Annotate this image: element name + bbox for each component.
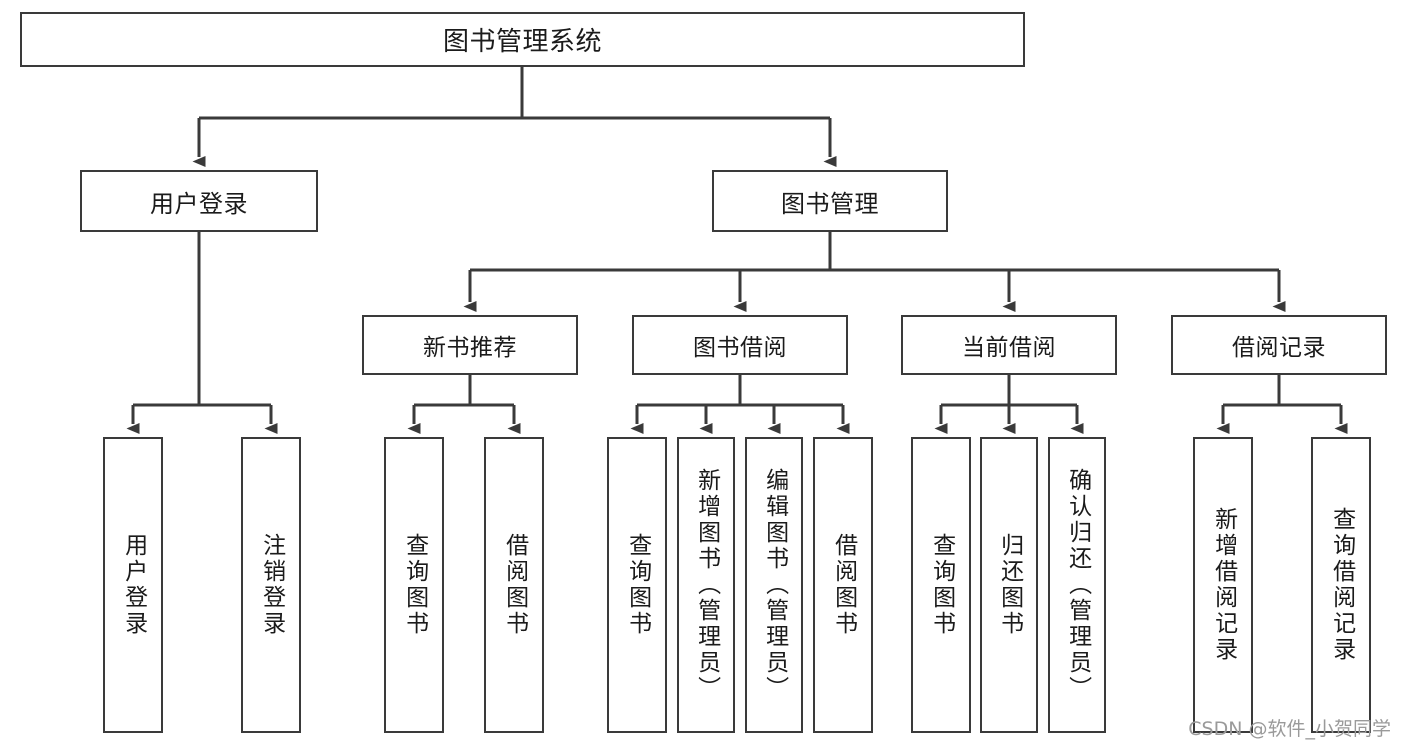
leaf-logout[interactable]: 注销登录 (241, 437, 301, 733)
leaf-add-book-admin-label: 新增图书（管理员） (693, 468, 720, 702)
node-book-management-label: 图书管理 (781, 189, 879, 218)
node-book-borrow[interactable]: 图书借阅 (632, 315, 848, 375)
leaf-query-book-recommend[interactable]: 查询图书 (384, 437, 444, 733)
leaf-edit-book-admin[interactable]: 编辑图书（管理员） (745, 437, 803, 733)
node-borrow-record[interactable]: 借阅记录 (1171, 315, 1387, 375)
leaf-user-login[interactable]: 用户登录 (103, 437, 163, 733)
leaf-borrow-book-recommend[interactable]: 借阅图书 (484, 437, 544, 733)
node-book-borrow-label: 图书借阅 (693, 335, 787, 361)
leaf-query-book-current-label: 查询图书 (928, 533, 955, 637)
node-borrow-record-label: 借阅记录 (1232, 335, 1326, 361)
leaf-query-book-borrow-label: 查询图书 (624, 533, 651, 637)
node-root[interactable]: 图书管理系统 (20, 12, 1025, 67)
leaf-query-borrow-record-label: 查询借阅记录 (1328, 507, 1355, 663)
leaf-query-borrow-record[interactable]: 查询借阅记录 (1311, 437, 1371, 733)
leaf-add-book-admin[interactable]: 新增图书（管理员） (677, 437, 735, 733)
leaf-add-borrow-record[interactable]: 新增借阅记录 (1193, 437, 1253, 733)
leaf-user-login-label: 用户登录 (120, 533, 147, 637)
leaf-borrow-book[interactable]: 借阅图书 (813, 437, 873, 733)
leaf-logout-label: 注销登录 (258, 533, 285, 637)
node-user-login-label: 用户登录 (150, 189, 248, 218)
node-current-borrow[interactable]: 当前借阅 (901, 315, 1117, 375)
node-new-book-recommend-label: 新书推荐 (423, 335, 517, 361)
leaf-confirm-return-admin-label: 确认归还（管理员） (1064, 468, 1091, 702)
node-root-label: 图书管理系统 (442, 27, 602, 57)
leaf-query-book-recommend-label: 查询图书 (401, 533, 428, 637)
leaf-return-book-label: 归还图书 (996, 533, 1023, 637)
node-new-book-recommend[interactable]: 新书推荐 (362, 315, 578, 375)
leaf-borrow-book-recommend-label: 借阅图书 (501, 533, 528, 637)
leaf-confirm-return-admin[interactable]: 确认归还（管理员） (1048, 437, 1106, 733)
leaf-return-book[interactable]: 归还图书 (980, 437, 1038, 733)
node-user-login[interactable]: 用户登录 (80, 170, 318, 232)
leaf-query-book-current[interactable]: 查询图书 (911, 437, 971, 733)
leaf-add-borrow-record-label: 新增借阅记录 (1210, 507, 1237, 663)
leaf-query-book-borrow[interactable]: 查询图书 (607, 437, 667, 733)
node-current-borrow-label: 当前借阅 (962, 335, 1056, 361)
node-book-management[interactable]: 图书管理 (712, 170, 948, 232)
leaf-edit-book-admin-label: 编辑图书（管理员） (761, 468, 788, 702)
leaf-borrow-book-label: 借阅图书 (830, 533, 857, 637)
